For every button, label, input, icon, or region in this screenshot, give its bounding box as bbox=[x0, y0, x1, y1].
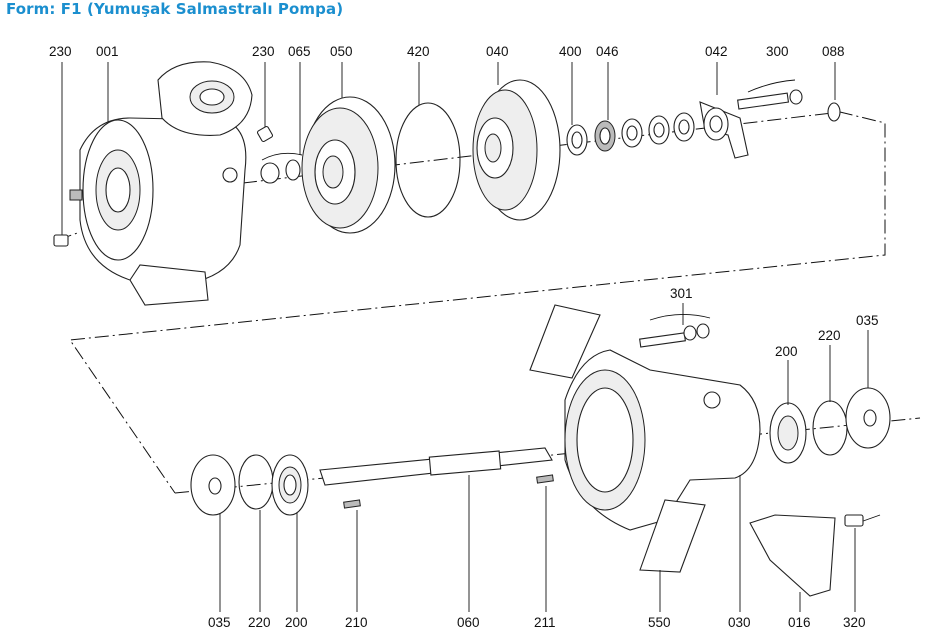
bolt-320 bbox=[844, 514, 881, 527]
label-001: 001 bbox=[96, 44, 119, 59]
cover-035-right bbox=[845, 387, 891, 449]
label-060: 060 bbox=[457, 615, 480, 630]
guard-550-bottom bbox=[639, 499, 706, 573]
packing-rings bbox=[566, 112, 695, 156]
label-035-right: 035 bbox=[856, 313, 879, 328]
shaft bbox=[319, 447, 553, 486]
label-040: 040 bbox=[486, 44, 509, 59]
label-088: 088 bbox=[822, 44, 845, 59]
label-200-right: 200 bbox=[775, 344, 798, 359]
bearing-200-right bbox=[769, 402, 807, 464]
label-210: 210 bbox=[345, 615, 368, 630]
casing-cover bbox=[472, 79, 561, 221]
bearing-200-left bbox=[271, 454, 309, 516]
pump-casing bbox=[69, 61, 253, 306]
foot-016 bbox=[749, 514, 836, 597]
label-320: 320 bbox=[843, 615, 866, 630]
washer-088 bbox=[827, 102, 841, 122]
key-210 bbox=[343, 499, 361, 509]
label-050: 050 bbox=[330, 44, 353, 59]
label-211: 211 bbox=[534, 615, 556, 630]
label-230-left: 230 bbox=[49, 44, 72, 59]
label-400: 400 bbox=[559, 44, 582, 59]
label-220-bottom: 220 bbox=[248, 615, 271, 630]
label-550: 550 bbox=[648, 615, 671, 630]
label-200-bottom: 200 bbox=[285, 615, 308, 630]
label-300: 300 bbox=[766, 44, 789, 59]
cover-035-left bbox=[190, 454, 236, 516]
bolt-230-top bbox=[256, 125, 274, 143]
label-301: 301 bbox=[670, 286, 693, 301]
leader-lines-bottom bbox=[219, 303, 869, 612]
bearing-housing bbox=[564, 349, 761, 531]
part-labels: 230 001 230 065 050 420 040 400 046 042 … bbox=[49, 44, 879, 630]
impeller bbox=[301, 96, 396, 234]
label-046: 046 bbox=[596, 44, 619, 59]
label-042: 042 bbox=[705, 44, 728, 59]
label-420: 420 bbox=[407, 44, 430, 59]
label-220-right: 220 bbox=[818, 328, 841, 343]
key-211 bbox=[536, 474, 554, 484]
o-ring bbox=[395, 102, 461, 218]
circlip-220-left bbox=[238, 454, 274, 510]
label-035-bottom: 035 bbox=[208, 615, 231, 630]
stud-300 bbox=[737, 89, 803, 110]
guard-550-top bbox=[529, 304, 601, 379]
leader-lines-top bbox=[61, 62, 836, 237]
bolt-230-left bbox=[53, 234, 69, 247]
label-030: 030 bbox=[728, 615, 751, 630]
stud-301 bbox=[639, 314, 711, 348]
label-230-top: 230 bbox=[252, 44, 275, 59]
label-065: 065 bbox=[288, 44, 311, 59]
gland bbox=[699, 101, 749, 159]
label-016: 016 bbox=[788, 615, 811, 630]
diagram-title: Form: F1 (Yumuşak Salmastralı Pompa) bbox=[6, 0, 344, 18]
nut-065 bbox=[260, 152, 303, 184]
circlip-220-right bbox=[812, 400, 848, 456]
